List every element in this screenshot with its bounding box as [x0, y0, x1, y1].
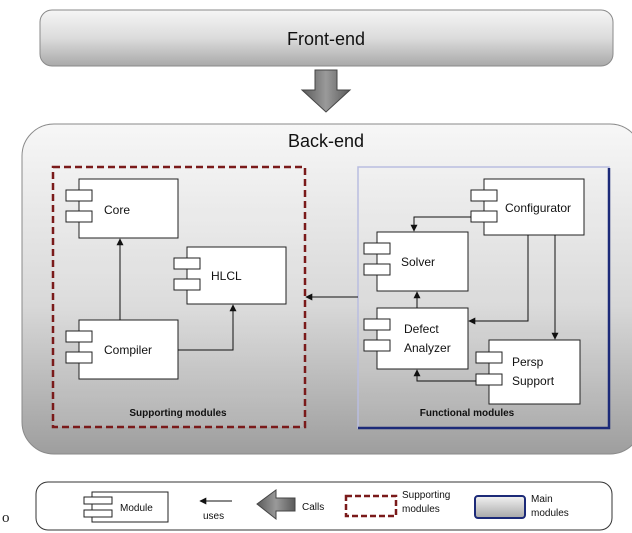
module-persp-label-2: Support: [512, 374, 555, 388]
module-hlcl-label: HLCL: [211, 269, 242, 283]
module-compiler-label: Compiler: [104, 343, 152, 357]
arrow-configurator-to-defect: [468, 235, 529, 325]
legend-main-swatch: [474, 495, 526, 519]
legend-calls-arrow-icon: [256, 489, 296, 521]
module-compiler: Compiler: [65, 319, 179, 380]
frontend-bar: [39, 9, 614, 67]
legend-supporting-label-2: modules: [402, 504, 440, 515]
legend-calls-label: Calls: [302, 502, 324, 513]
legend-main-label-2: modules: [531, 508, 569, 519]
frontend-to-backend-arrow: [300, 69, 352, 113]
legend-box: [35, 481, 613, 531]
module-core-label: Core: [104, 203, 130, 217]
legend-main-label-1: Main: [531, 494, 553, 505]
module-configurator-label: Configurator: [505, 201, 571, 215]
arrow-persp-to-defect: [413, 369, 476, 382]
module-defect-label-1: Defect: [404, 322, 439, 336]
legend-supporting-label-1: Supporting: [402, 490, 450, 501]
legend-uses-label: uses: [203, 511, 224, 522]
module-persp-support: Persp Support: [475, 339, 581, 405]
legend-module-label: Module: [120, 503, 153, 514]
functional-modules-border-shadow: [358, 168, 611, 430]
module-solver: Solver: [363, 231, 469, 292]
legend: Module uses Calls Supporting modules Mai…: [35, 481, 613, 531]
module-core: Core: [65, 178, 179, 239]
legend-supporting-swatch: [344, 494, 398, 518]
stray-character: o: [2, 510, 10, 526]
module-solver-label: Solver: [401, 255, 435, 269]
arrow-configurator-to-solver: [410, 216, 471, 232]
module-defect-label-2: Analyzer: [404, 341, 451, 355]
legend-module-icon: [83, 491, 169, 523]
module-defect-analyzer: Defect Analyzer: [363, 307, 469, 370]
connectors: [116, 216, 559, 382]
module-persp-label-1: Persp: [512, 355, 544, 369]
backend-label: Back-end: [288, 131, 364, 151]
functional-modules-label: Functional modules: [420, 408, 515, 419]
module-hlcl: HLCL: [173, 246, 287, 305]
supporting-modules-label: Supporting modules: [129, 408, 227, 419]
arrow-compiler-to-hlcl: [178, 304, 237, 351]
module-configurator: Configurator: [470, 178, 585, 236]
frontend-label: Front-end: [287, 29, 365, 49]
